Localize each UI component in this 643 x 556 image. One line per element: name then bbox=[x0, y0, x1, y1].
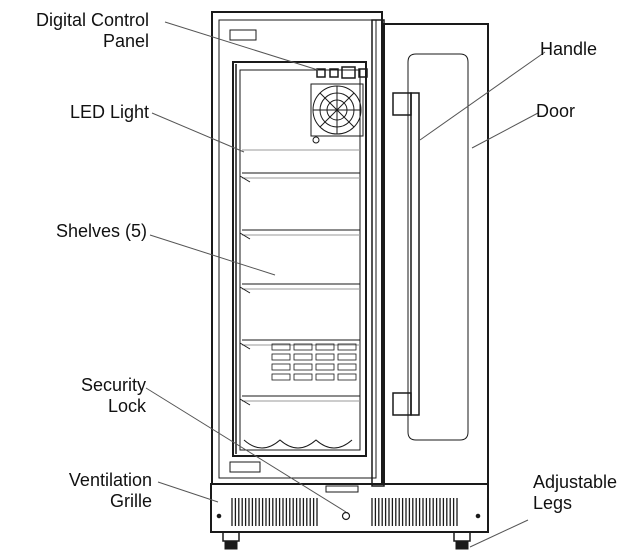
leader-led-light bbox=[151, 112, 245, 153]
door bbox=[371, 19, 489, 487]
handle bbox=[392, 92, 420, 416]
interior-liner bbox=[232, 61, 367, 457]
leader-security-lock bbox=[145, 387, 347, 513]
security-lock-icon bbox=[341, 511, 351, 521]
shelf bbox=[239, 283, 360, 294]
label-handle: Handle bbox=[540, 39, 598, 59]
leader-ventilation-grille bbox=[157, 481, 219, 503]
adjustable-legs bbox=[222, 531, 471, 550]
leader-digital-control-panel bbox=[164, 21, 319, 71]
shelf bbox=[239, 395, 360, 406]
leader-adjustable-legs bbox=[469, 519, 529, 548]
label-shelves: Shelves (5) bbox=[55, 221, 147, 241]
rear-vent bbox=[271, 343, 357, 381]
label-digital-control-panel: Digital Control Panel bbox=[35, 10, 149, 51]
label-led-light: LED Light bbox=[69, 102, 149, 122]
base bbox=[210, 483, 489, 533]
label-adjustable-legs: Adjustable Legs bbox=[533, 472, 618, 513]
bottom-rack bbox=[243, 439, 353, 449]
leader-door bbox=[471, 112, 539, 149]
digital-control-panel bbox=[316, 66, 368, 79]
fan-icon bbox=[310, 83, 364, 144]
ventilation-grille bbox=[231, 498, 318, 526]
leader-shelves bbox=[149, 234, 276, 276]
label-security-lock: Security Lock bbox=[80, 375, 146, 416]
label-door: Door bbox=[536, 101, 576, 121]
label-ventilation-grille: Ventilation Grille bbox=[68, 470, 152, 511]
cabinet bbox=[211, 11, 383, 485]
ventilation-grille bbox=[371, 498, 458, 526]
leader-lines bbox=[145, 21, 546, 548]
shelf bbox=[239, 229, 360, 240]
shelves bbox=[239, 172, 360, 406]
shelf bbox=[239, 172, 360, 183]
leader-handle bbox=[419, 51, 546, 141]
shelf bbox=[239, 339, 360, 350]
